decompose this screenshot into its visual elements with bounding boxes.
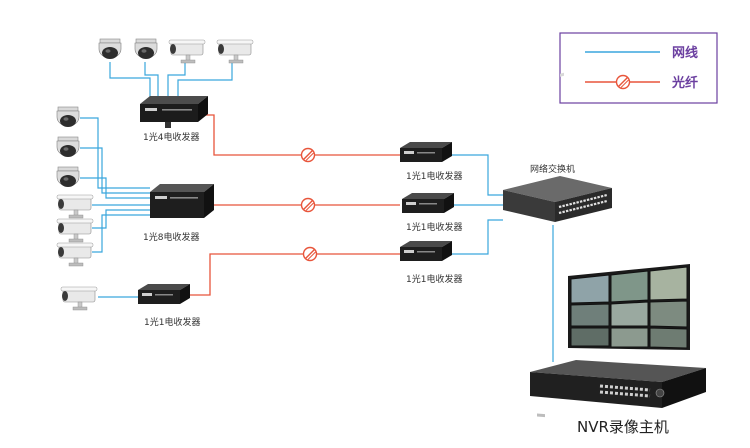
nvr-label: NVR录像主机 <box>577 418 669 436</box>
transceiver-1to1-r1: 1光1电收发器 <box>400 142 462 182</box>
transceiver-1to4-label: 1光4电收发器 <box>143 131 199 143</box>
bullet-camera-icon <box>56 194 94 219</box>
nvr-recorder-icon: NVR录像主机 <box>530 360 706 436</box>
transceiver-1to1-r1-label: 1光1电收发器 <box>406 170 462 182</box>
dome-camera-icon <box>56 106 80 128</box>
ethernet-links <box>80 62 554 362</box>
transceiver-1to1-r3-label: 1光1电收发器 <box>406 273 462 285</box>
dome-camera-icon <box>134 38 158 60</box>
network-switch-icon: 网络交换机 <box>503 72 612 222</box>
transceiver-1to8: 1光8电收发器 <box>143 184 214 243</box>
fiber-connector-icon <box>615 74 631 90</box>
transceiver-1to1-left: 1光1电收发器 <box>138 284 200 328</box>
bullet-camera-icon <box>60 286 98 311</box>
bullet-camera-icon <box>56 242 94 267</box>
dome-camera-icon <box>56 136 80 158</box>
fiber-connector-icon <box>300 147 316 163</box>
legend-ethernet-label: 网线 <box>672 45 698 61</box>
legend-box <box>559 32 718 104</box>
legend-fiber-label: 光纤 <box>671 75 698 91</box>
transceiver-1to8-label: 1光8电收发器 <box>143 231 199 243</box>
dome-camera-icon <box>98 38 122 60</box>
transceiver-1to1-left-label: 1光1电收发器 <box>144 316 200 328</box>
bullet-camera-icon <box>168 39 206 64</box>
transceiver-1to1-r2-label: 1光1电收发器 <box>406 221 462 233</box>
video-wall-icon <box>568 264 690 350</box>
transceiver-1to1-r2: 1光1电收发器 <box>402 193 462 233</box>
fiber-connector-icon <box>300 197 316 213</box>
fiber-connector-icon <box>302 246 318 262</box>
legend: 网线 光纤 <box>559 32 718 104</box>
transceiver-1to1-r3: 1光1电收发器 <box>400 241 462 285</box>
dome-camera-icon <box>56 166 80 188</box>
fiber-links <box>190 114 403 296</box>
switch-label: 网络交换机 <box>530 163 575 175</box>
bullet-camera-icon <box>56 218 94 243</box>
transceiver-1to4: 1光4电收发器 <box>140 96 208 143</box>
bullet-camera-icon <box>216 39 254 64</box>
